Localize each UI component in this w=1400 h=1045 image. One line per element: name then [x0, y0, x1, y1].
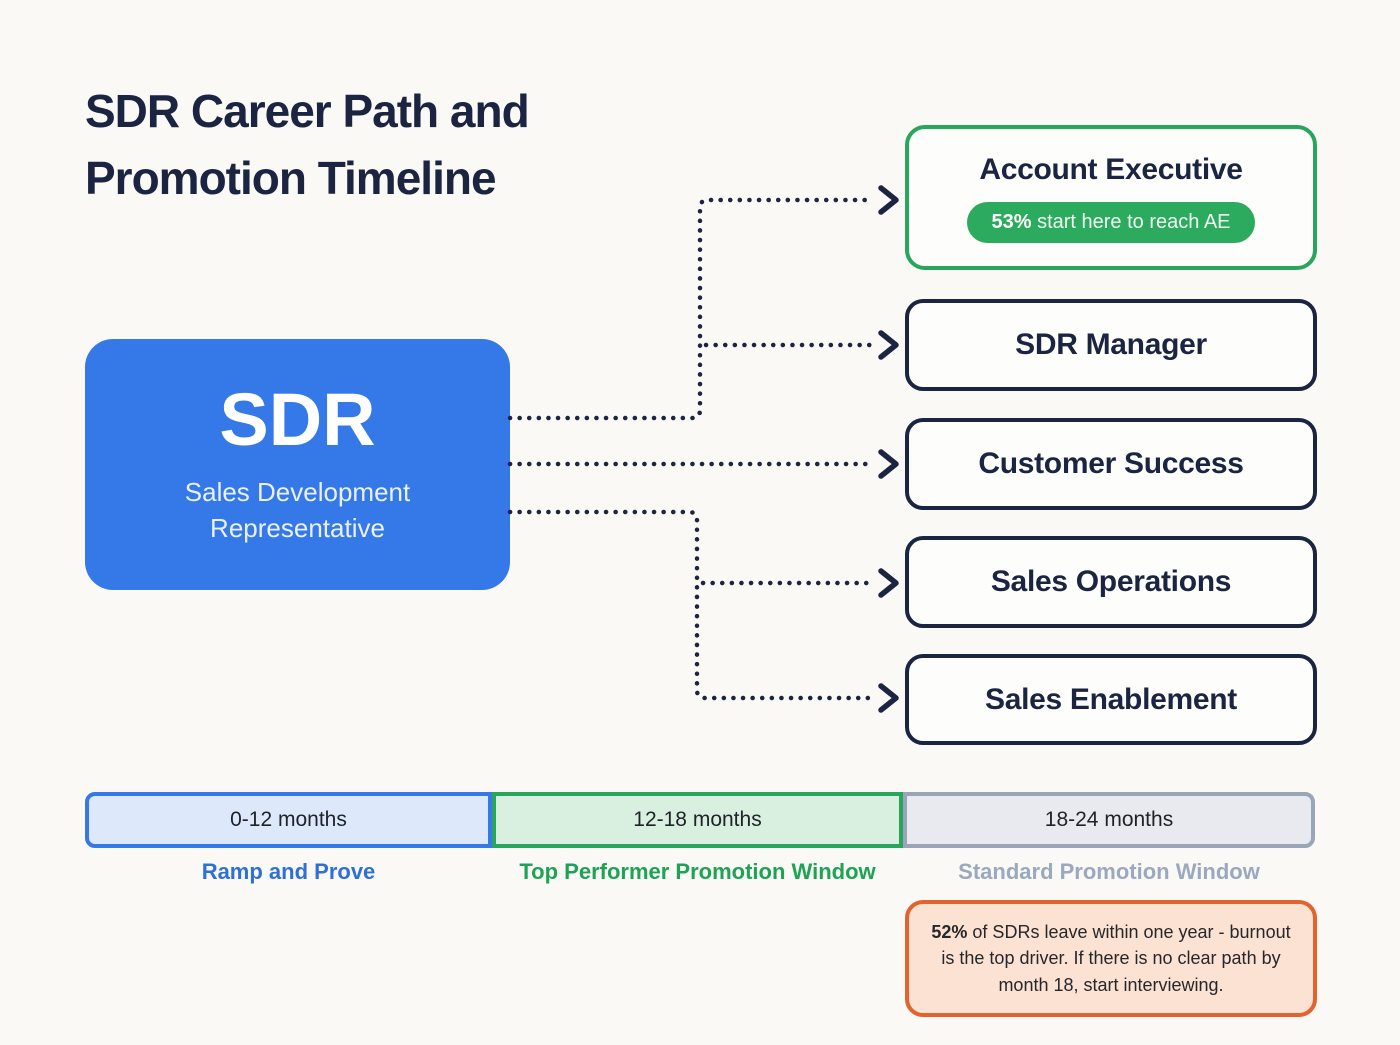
- promotion-timeline: 0-12 months 12-18 months 18-24 months: [85, 792, 1315, 848]
- sdr-full-name: Sales Development Representative: [184, 477, 411, 543]
- sdr-abbreviation: SDR: [219, 378, 376, 462]
- timeline-segment-12-18: 12-18 months: [492, 792, 903, 848]
- timeline-segment-0-12: 0-12 months: [85, 792, 492, 848]
- arrowhead-icon-account-executive: [878, 185, 899, 215]
- destination-label: Customer Success: [978, 447, 1244, 480]
- timeline-label-standard: Standard Promotion Window: [958, 859, 1260, 884]
- destination-label: Sales Operations: [990, 565, 1232, 598]
- timeline-range: 12-18 months: [633, 808, 762, 831]
- dotted-connector-account-executive: [507, 197, 873, 421]
- arrowhead-icon-sdr-manager: [878, 330, 899, 360]
- timeline-segment-18-24: 18-24 months: [903, 792, 1315, 848]
- destination-card-sales-enablement: Sales Enablement: [905, 654, 1317, 745]
- destination-label: Account Executive: [979, 152, 1243, 186]
- ae-promotion-badge: 53% start here to reach AE: [967, 201, 1255, 243]
- timeline-range: 0-12 months: [230, 808, 347, 831]
- dotted-connector-sales-enablement: [507, 509, 873, 701]
- timeline-label-ramp: Ramp and Prove: [201, 859, 376, 884]
- timeline-label-top-performer: Top Performer Promotion Window: [519, 859, 876, 884]
- timeline-range: 18-24 months: [1044, 808, 1174, 831]
- destination-label: Sales Enablement: [985, 682, 1237, 716]
- destination-card-sdr-manager: SDR Manager: [905, 299, 1317, 391]
- arrowhead-icon-sales-enablement: [878, 683, 899, 713]
- timeline-labels: Ramp and Prove Top Performer Promotion W…: [85, 859, 1315, 885]
- destination-card-sales-operations: Sales Operations: [905, 536, 1317, 628]
- destination-card-customer-success: Customer Success: [905, 418, 1317, 510]
- note-text: of SDRs leave within one year - burnout …: [941, 922, 1291, 995]
- destination-card-account-executive: Account Executive 53% start here to reac…: [905, 125, 1317, 270]
- badge-text: start here to reach AE: [1031, 210, 1231, 233]
- sdr-card: SDR Sales Development Representative: [85, 339, 510, 590]
- page-title: SDR Career Path and Promotion Timeline: [85, 85, 530, 204]
- badge-stat: 53%: [991, 210, 1032, 233]
- destination-label: SDR Manager: [1015, 328, 1207, 361]
- arrowhead-icon-customer-success: [878, 449, 899, 479]
- note-stat: 52%: [931, 922, 968, 942]
- arrowhead-icon-sales-operations: [878, 568, 899, 598]
- attrition-warning-note: 52% of SDRs leave within one year - burn…: [905, 900, 1317, 1018]
